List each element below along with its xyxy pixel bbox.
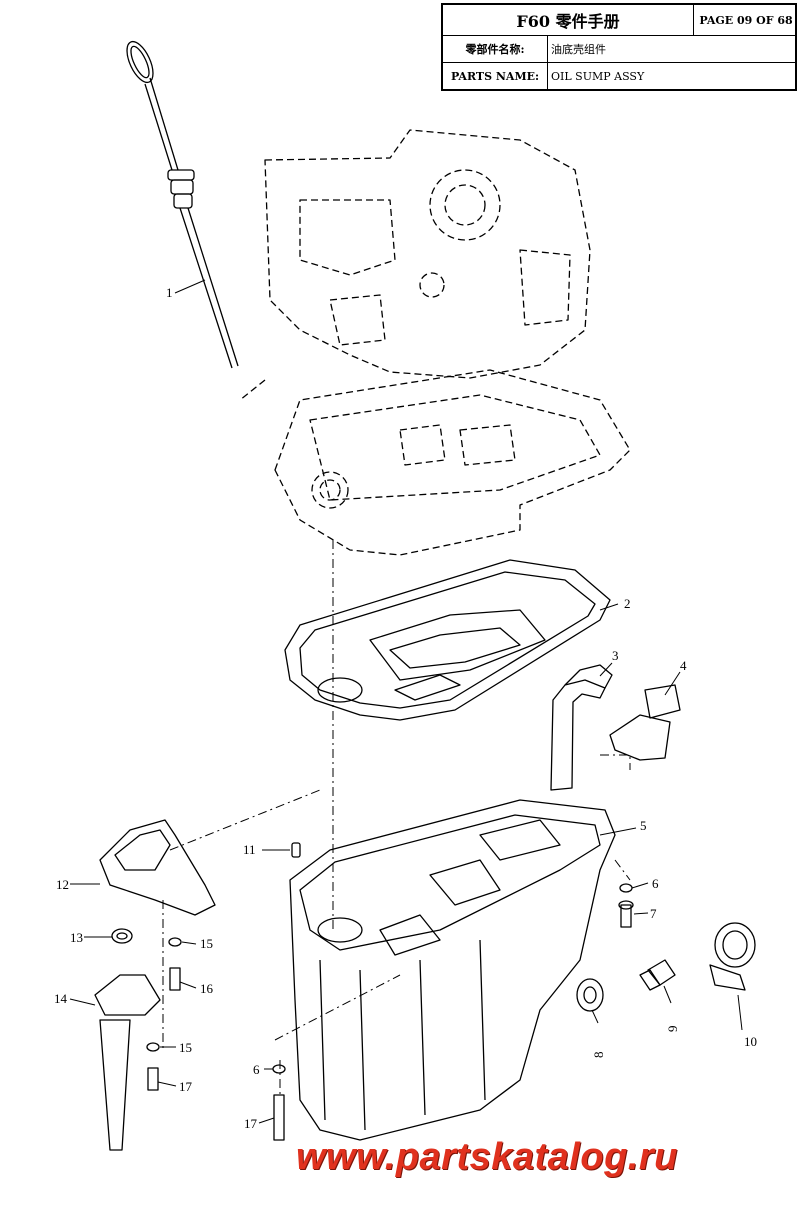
callout-6b: 6 [253,1062,260,1077]
callout-15: 15 [200,936,213,951]
parts-name-en-label: PARTS NAME: [450,70,540,83]
callout-8: 8 [591,1052,606,1059]
callout-16: 16 [200,981,214,996]
callout-3: 3 [612,648,619,663]
row-divider-2 [443,62,795,63]
callout-17b: 17 [244,1116,258,1131]
dipstick [126,40,239,369]
bracket-part-4 [609,684,681,761]
drain-plug-9 [639,959,676,991]
assembly-guide-lines [162,540,631,1095]
label-divider [547,35,548,91]
callout-13: 13 [70,930,83,945]
washer-and-bolt-6-7 [618,883,634,928]
watermark: www.partskatalog.ru [296,1136,678,1178]
gasket [284,559,611,721]
callout-6: 6 [652,876,659,891]
strainer-cover-10 [709,922,756,991]
callout-4: 4 [680,658,687,673]
engine-block-outline [239,129,591,401]
pipe-part-3 [550,664,613,791]
title-block: F60 零件手册 PAGE 09 OF 68 零部件名称: 油底壳组件 PART… [441,3,797,91]
washers-and-bolts-15-16-17 [146,937,286,1141]
parts-name-cn-label: 零部件名称: [465,43,525,56]
washer-8 [576,978,604,1012]
callout-17: 17 [179,1079,193,1094]
page-number: PAGE 09 OF 68 [699,13,793,27]
title-divider [693,5,694,35]
callout-11: 11 [243,842,256,857]
row-divider-1 [443,35,795,36]
upper-case-outline [274,369,631,556]
callout-7: 7 [650,906,657,921]
plate-12 [99,819,216,916]
oil-sump [289,799,616,1141]
manual-title: F60 零件手册 [516,12,620,31]
callout-labels: 1 2 3 4 5 6 7 8 9 10 11 12 13 14 15 16 1… [54,285,757,1131]
callout-10: 10 [744,1034,757,1049]
callout-12: 12 [56,877,69,892]
parts-name-cn-value: 油底壳组件 [551,43,606,56]
callout-leaders [69,279,743,1124]
o-ring-13 [111,928,133,944]
oil-strainer-14 [94,974,161,1151]
callout-5: 5 [640,818,647,833]
callout-9: 9 [665,1026,680,1033]
callout-14: 14 [54,991,68,1006]
callout-1: 1 [166,285,173,300]
callout-2: 2 [624,596,631,611]
parts-name-en-value: OIL SUMP ASSY [551,70,645,83]
callout-15b: 15 [179,1040,192,1055]
dowel-pin-11 [291,842,301,858]
